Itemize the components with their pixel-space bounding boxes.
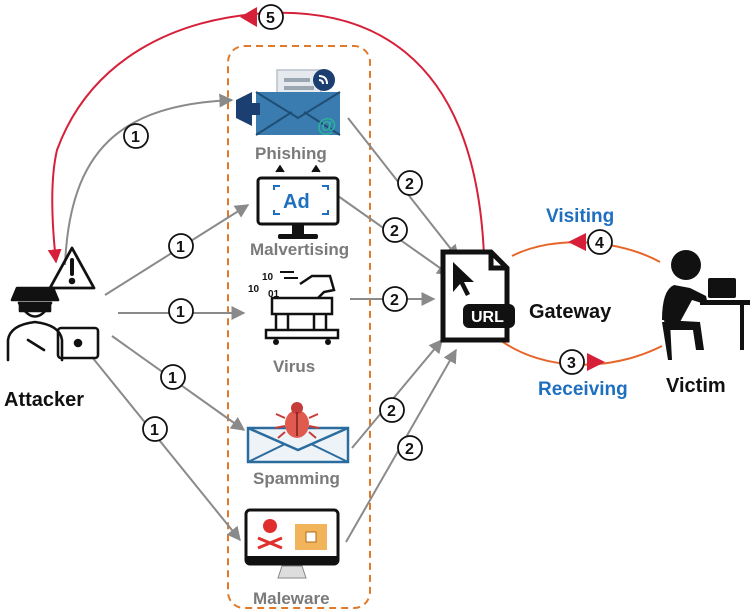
step-badge-2d: 2 <box>379 397 405 423</box>
channel-group-box <box>227 45 371 609</box>
step4-arrowhead <box>568 233 586 251</box>
maleware-icon <box>244 508 340 579</box>
svg-text:2: 2 <box>390 292 399 309</box>
svg-text:1: 1 <box>131 129 140 146</box>
phishing-icon: @ <box>236 69 341 137</box>
virus-bits-1: 10 <box>262 272 274 283</box>
virus-bits-3: 01 <box>268 289 280 300</box>
svg-text:4: 4 <box>595 235 604 252</box>
virus-bits-2: 10 <box>248 284 260 295</box>
svg-text:1: 1 <box>168 370 177 387</box>
step-badge-1b: 1 <box>168 233 194 259</box>
gateway-icon: URL <box>440 249 515 343</box>
step-badge-5: 5 <box>258 4 284 30</box>
step-badge-2b: 2 <box>382 217 408 243</box>
arrow-spamming-gateway <box>351 338 443 449</box>
svg-text:@: @ <box>317 115 337 137</box>
svg-text:2: 2 <box>405 441 414 458</box>
step-badge-3: 3 <box>559 349 585 375</box>
svg-text:2: 2 <box>390 223 399 240</box>
attacker-icon <box>6 246 100 362</box>
step-badge-4: 4 <box>587 229 613 255</box>
svg-text:2: 2 <box>387 403 396 420</box>
step-badge-1e: 1 <box>142 416 168 442</box>
arrow-to-phishing <box>64 93 234 266</box>
step3-arrowhead <box>587 353 605 371</box>
attacker-label: Attacker <box>4 389 84 411</box>
svg-text:2: 2 <box>405 176 414 193</box>
channel-label-virus: Virus <box>273 357 315 376</box>
malvertising-icon: Ad <box>256 164 340 239</box>
svg-text:1: 1 <box>176 304 185 321</box>
step5-arrowhead <box>240 7 257 27</box>
step-badge-2c: 2 <box>382 286 408 312</box>
edge-label-visiting: Visiting <box>546 206 614 227</box>
victim-label: Victim <box>666 375 726 397</box>
channel-label-maleware: Maleware <box>253 589 330 608</box>
ad-tag: Ad <box>283 191 310 213</box>
step-badge-1d: 1 <box>160 364 186 390</box>
arrow-to-maleware <box>91 356 241 542</box>
arrow-feedback-gateway-attacker <box>47 11 485 264</box>
url-tag: URL <box>471 309 504 326</box>
virus-icon: 10 10 01 <box>248 271 340 345</box>
spamming-icon <box>246 402 350 464</box>
step-badges: 1 1 1 1 1 2 2 2 2 2 3 4 5 <box>123 4 613 461</box>
gateway-label: Gateway <box>529 301 612 323</box>
channel-label-spamming: Spamming <box>253 469 340 488</box>
step-badge-1c: 1 <box>168 298 194 324</box>
svg-text:1: 1 <box>150 422 159 439</box>
svg-text:1: 1 <box>176 239 185 256</box>
svg-text:3: 3 <box>567 355 576 372</box>
step-badge-2a: 2 <box>397 170 423 196</box>
step-badge-2e: 2 <box>397 435 423 461</box>
victim-icon <box>662 250 750 360</box>
step-badge-1a: 1 <box>123 123 149 149</box>
edge-label-receiving: Receiving <box>538 379 628 400</box>
svg-text:5: 5 <box>266 10 275 27</box>
channel-label-malvertising: Malvertising <box>250 240 349 259</box>
channel-label-phishing: Phishing <box>255 144 327 163</box>
attacker-to-channel-arrows <box>64 93 250 542</box>
